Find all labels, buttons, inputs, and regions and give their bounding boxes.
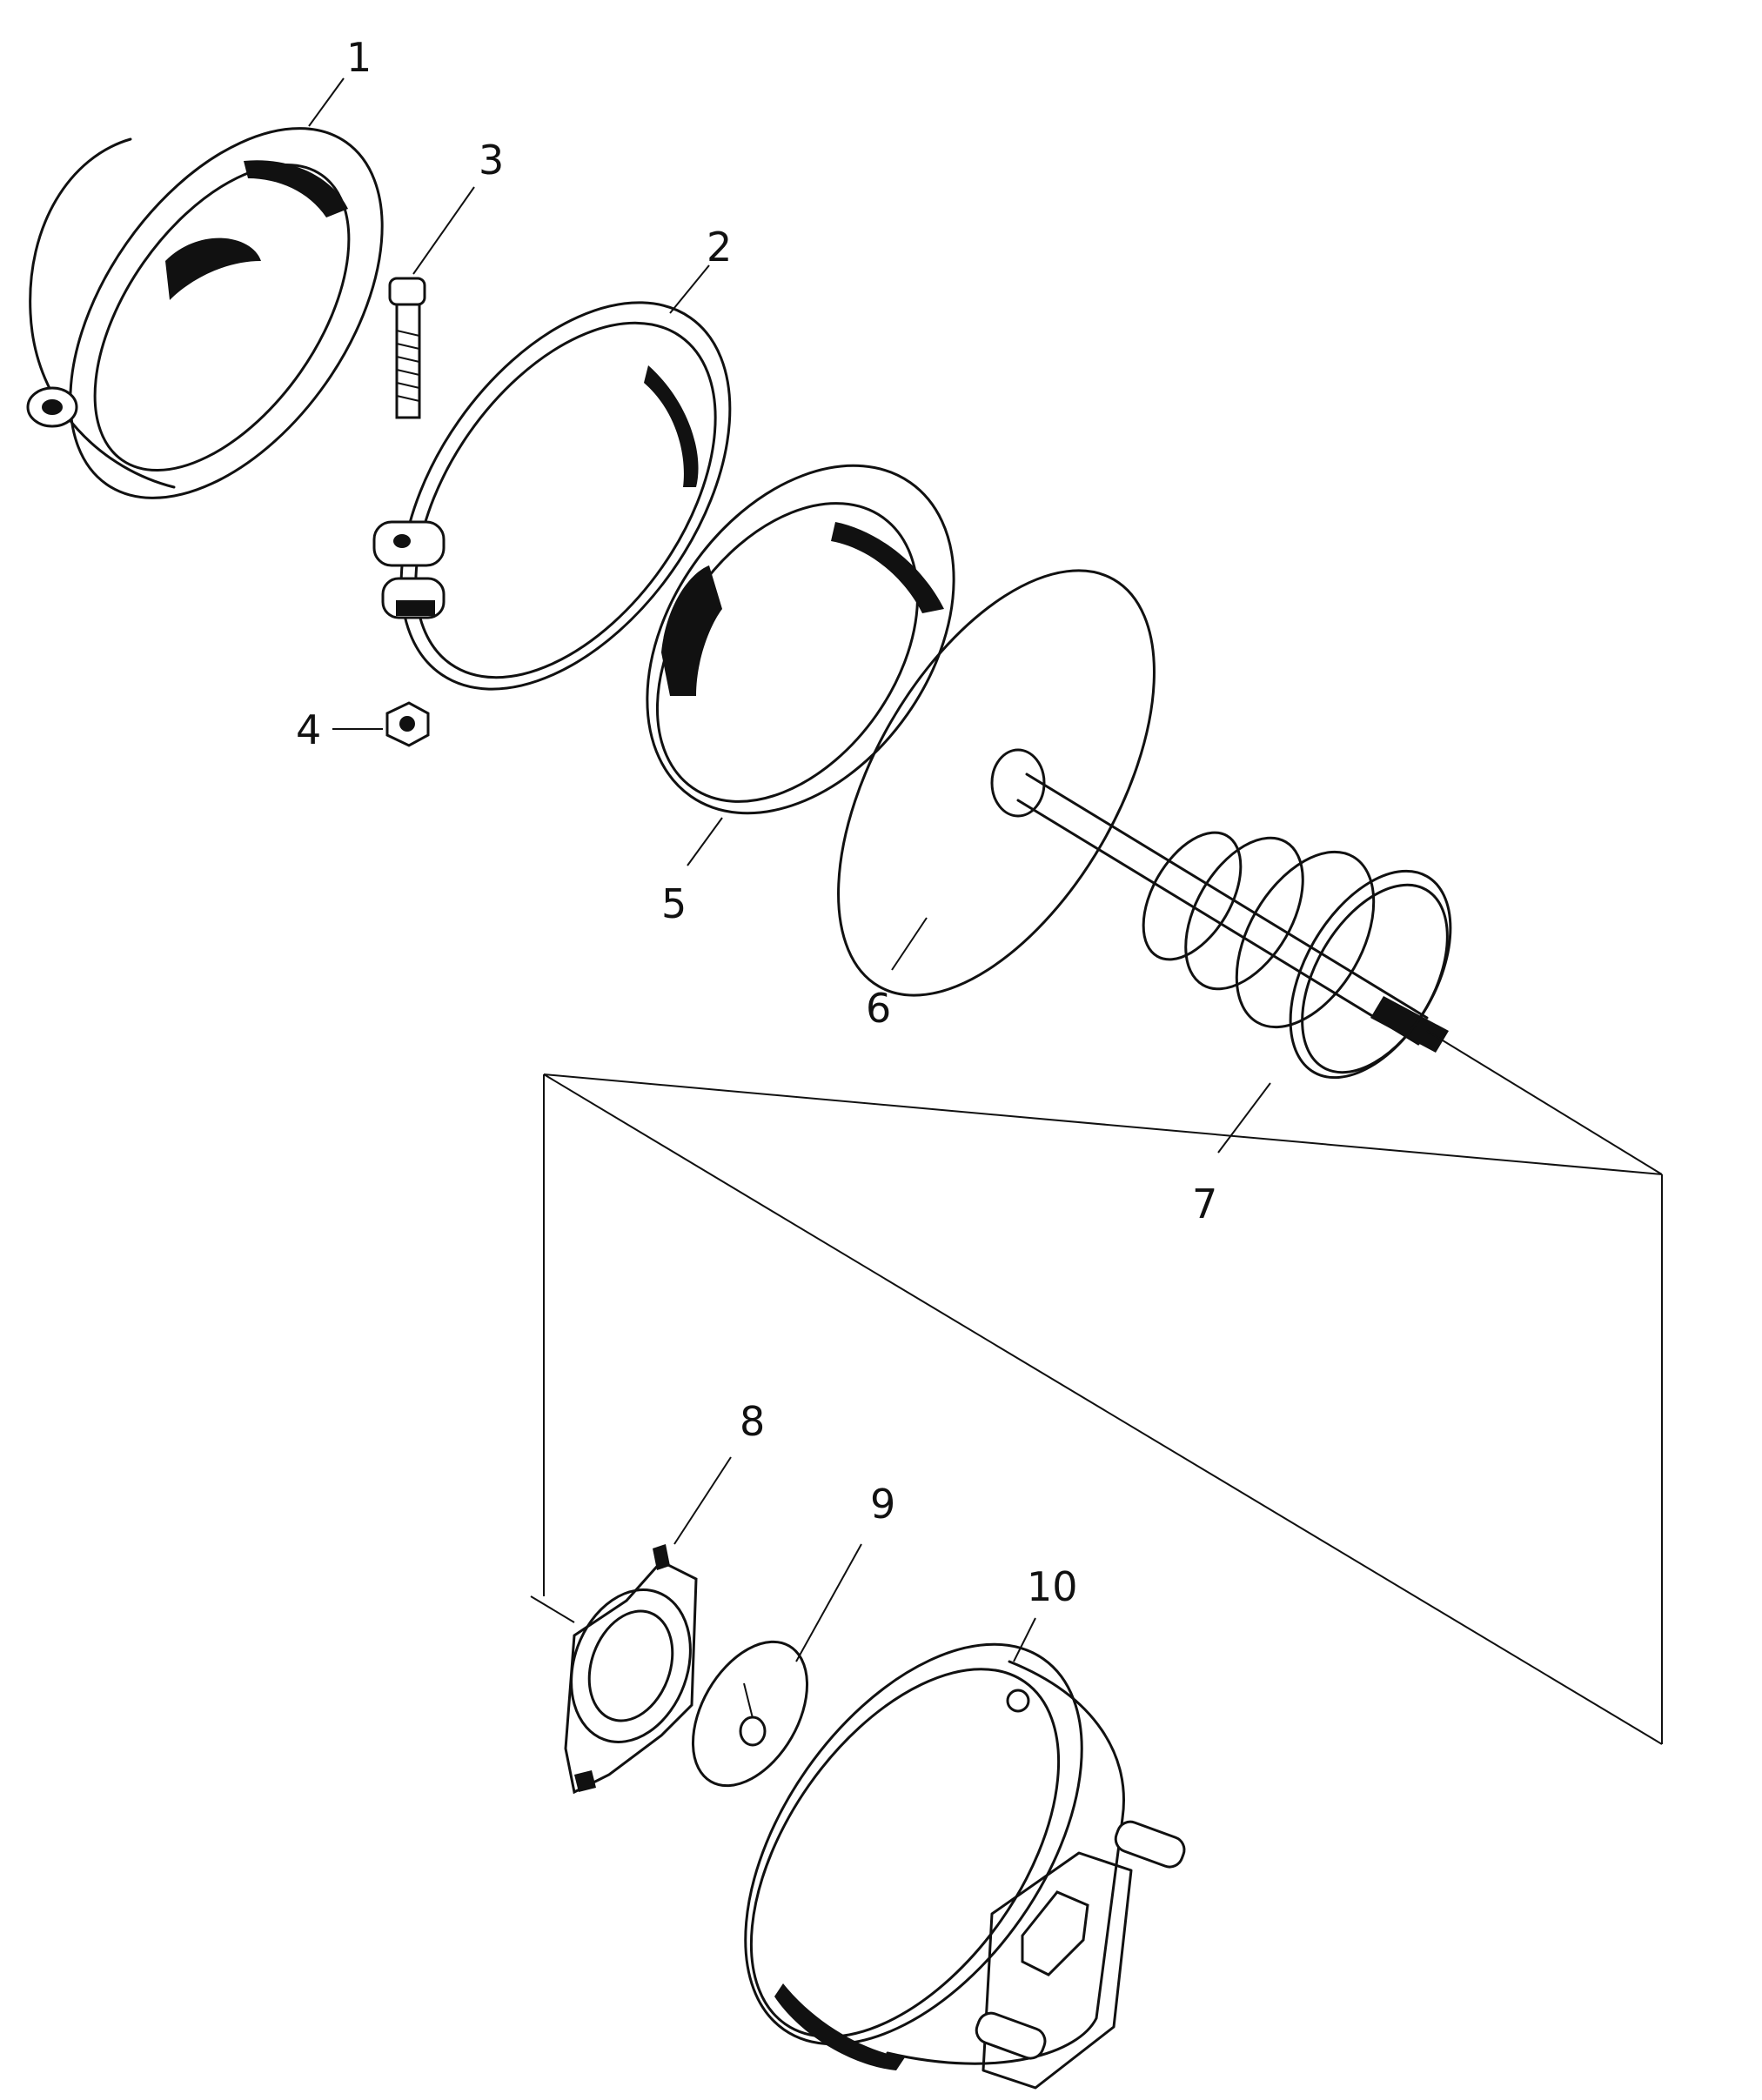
leader-1 xyxy=(308,77,345,127)
part-9-washer xyxy=(691,1640,809,1788)
leader-3 xyxy=(412,186,475,275)
part-10-chamber xyxy=(744,1642,1186,2090)
part-7-spring-rod xyxy=(1016,772,1452,1080)
callout-6: 6 xyxy=(866,985,891,1032)
leader-10 xyxy=(1013,1617,1036,1662)
part-6-diaphragm xyxy=(837,569,1156,997)
assembly-frame xyxy=(530,1030,1663,1745)
part-4-nut xyxy=(385,701,430,747)
leader-9 xyxy=(795,1543,862,1662)
leader-2 xyxy=(669,264,710,314)
leader-7 xyxy=(1217,1082,1271,1154)
part-1-housing xyxy=(26,127,384,499)
part-3-bolt xyxy=(388,277,426,419)
part-8-gasket xyxy=(564,1544,698,1795)
callout-10: 10 xyxy=(1027,1563,1078,1610)
leader-5 xyxy=(687,817,723,866)
part-2-clamp-ring xyxy=(372,301,732,691)
callout-4: 4 xyxy=(296,706,321,753)
part-5-cup xyxy=(646,464,955,815)
leader-8 xyxy=(673,1456,732,1545)
callout-9: 9 xyxy=(870,1481,895,1528)
leader-6 xyxy=(891,917,928,971)
callout-3: 3 xyxy=(479,137,504,184)
callout-7: 7 xyxy=(1192,1180,1217,1227)
callout-8: 8 xyxy=(740,1398,765,1445)
callout-5: 5 xyxy=(661,880,687,927)
callout-2: 2 xyxy=(707,224,732,271)
callout-1: 1 xyxy=(346,34,372,81)
